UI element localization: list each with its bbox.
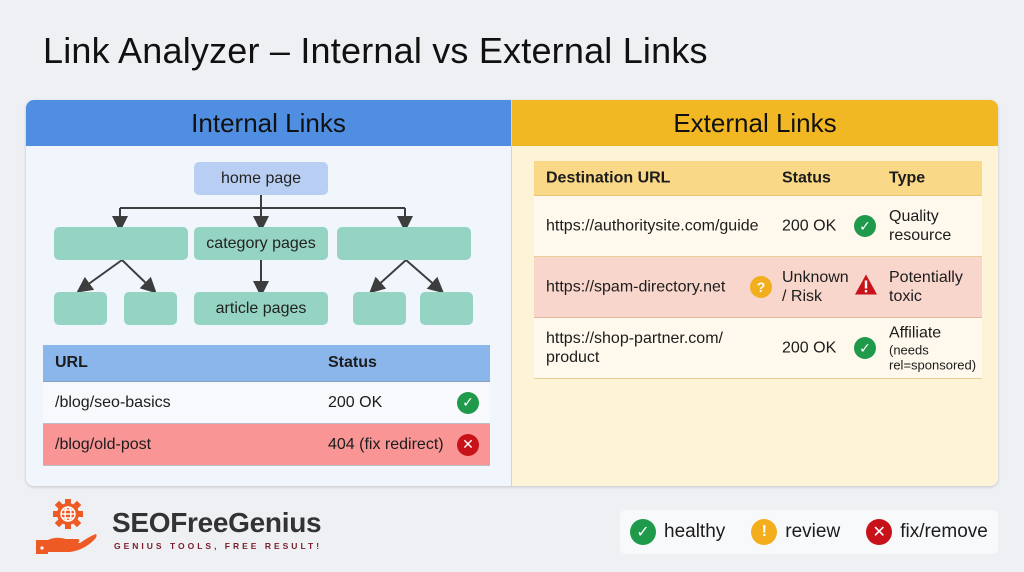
status-cell: Unknown / Risk — [782, 269, 849, 305]
status-cell: 404 (fix redirect) — [328, 435, 444, 453]
node-leaf — [54, 292, 107, 325]
url-cell: /blog/old-post — [55, 435, 152, 453]
x-icon: ✕ — [457, 433, 479, 456]
site-structure-tree: home page category pages article pages — [26, 146, 512, 336]
node-leaf — [353, 292, 406, 325]
page-title: Link Analyzer – Internal vs External Lin… — [43, 30, 708, 71]
external-links-heading: External Links — [512, 100, 998, 146]
legend-label: review — [785, 521, 841, 542]
status-cell: 200 OK — [328, 393, 383, 411]
legend-item-healthy: ✓ healthy — [630, 519, 725, 545]
type-cell: Quality resource — [889, 208, 952, 244]
node-home-page: home page — [194, 162, 328, 195]
gear-globe-hand-icon — [34, 496, 100, 561]
external-links-table: Destination URL Status Type https://auth… — [534, 161, 982, 379]
url-cell: https://authoritysite.com/guide — [546, 217, 759, 235]
node-category-right — [337, 227, 471, 260]
table-row[interactable]: https://spam-directory.net ? Unknown / R… — [534, 257, 982, 318]
check-icon: ✓ — [457, 391, 479, 414]
url-cell: https://spam-directory.net — [546, 278, 726, 296]
question-icon: ? — [750, 276, 772, 298]
node-leaf — [420, 292, 473, 325]
legend-label: healthy — [664, 521, 726, 542]
column-header-url: URL — [55, 354, 88, 371]
table-row[interactable]: https://authoritysite.com/guide 200 OK ✓… — [534, 196, 982, 257]
table-header-row: URL Status — [43, 345, 490, 382]
legend-label: fix/remove — [900, 521, 988, 542]
node-category-pages: category pages — [194, 227, 328, 260]
url-cell: https://shop-partner.com/ product — [546, 330, 723, 366]
type-label: Affiliate — [889, 324, 942, 342]
internal-links-table: URL Status /blog/seo-basics 200 OK ✓ /bl… — [43, 345, 490, 466]
check-icon: ✓ — [854, 215, 876, 237]
node-article-pages: article pages — [194, 292, 328, 325]
type-note: (needs rel=sponsored) — [889, 342, 977, 373]
exclamation-icon: ! — [751, 519, 778, 545]
node-category-left — [54, 227, 188, 260]
url-cell: /blog/seo-basics — [55, 393, 171, 411]
check-icon: ✓ — [854, 337, 876, 359]
check-icon: ✓ — [630, 519, 656, 545]
x-icon: ✕ — [866, 519, 893, 545]
internal-links-panel: Internal Links — [26, 100, 512, 486]
link-analyzer-card: Internal Links — [26, 100, 998, 486]
status-cell: 200 OK — [782, 217, 837, 235]
column-header-status: Status — [782, 169, 831, 187]
column-header-status: Status — [328, 354, 377, 371]
tree-connectors — [76, 194, 445, 297]
brand-logo: SEOFreeGenius GENIUS TOOLS, FREE RESULT! — [34, 496, 322, 561]
status-cell: 200 OK — [782, 339, 837, 357]
column-header-type: Type — [889, 169, 926, 187]
type-cell: Potentially toxic — [889, 269, 963, 305]
brand-name: SEOFreeGenius — [112, 506, 322, 538]
internal-links-heading: Internal Links — [26, 100, 511, 146]
legend-item-fix-remove: ✕ fix/remove — [866, 519, 988, 545]
table-row[interactable]: https://shop-partner.com/ product 200 OK… — [534, 318, 982, 379]
legend-item-review: ! review — [751, 519, 840, 545]
table-header-row: Destination URL Status Type — [534, 161, 982, 196]
table-row[interactable]: /blog/seo-basics 200 OK ✓ — [43, 382, 490, 424]
external-links-panel: External Links Destination URL Status Ty… — [512, 100, 998, 486]
brand-tagline: GENIUS TOOLS, FREE RESULT! — [114, 540, 323, 551]
status-legend: ✓ healthy ! review ✕ fix/remove — [620, 510, 998, 554]
table-row[interactable]: /blog/old-post 404 (fix redirect) ✕ — [43, 424, 490, 466]
warning-triangle-icon — [854, 274, 878, 301]
node-leaf — [124, 292, 177, 325]
column-header-destination-url: Destination URL — [546, 169, 671, 187]
type-cell: Affiliate (needs rel=sponsored) — [889, 324, 989, 373]
